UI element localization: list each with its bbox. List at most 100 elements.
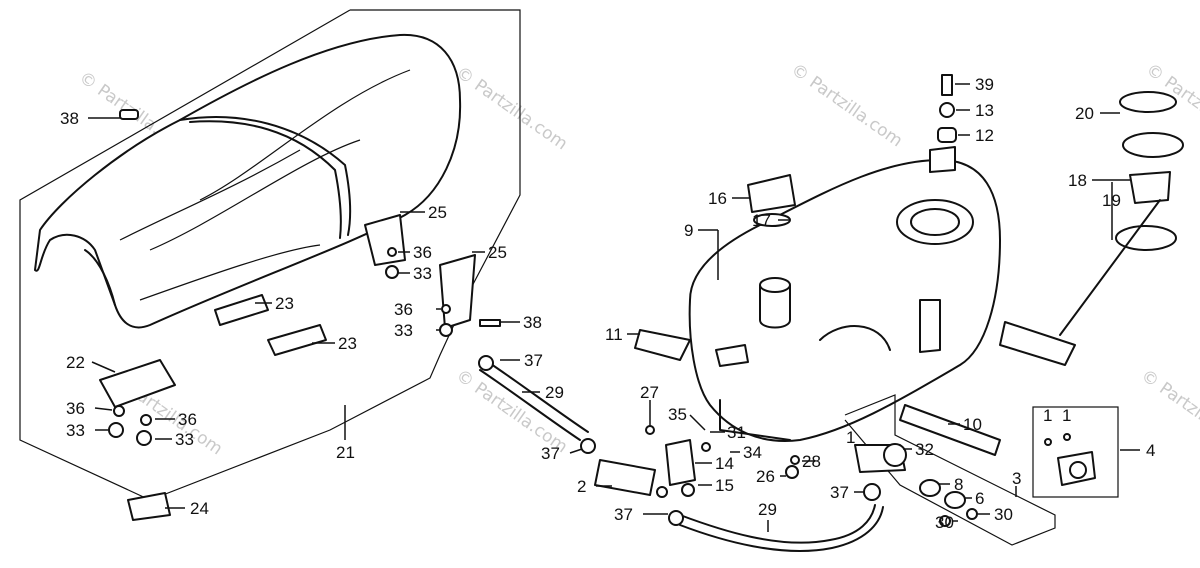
watermark-text: © Partzilla.com [787,60,906,152]
seat-strap [179,116,352,236]
callout-label: 25 [488,243,507,262]
callout-label: 39 [975,75,994,94]
callout-label: 31 [727,423,746,442]
plate-24 [127,492,171,521]
callout-label: 37 [614,505,633,524]
tank-tunnel-slot [919,299,941,353]
callout-label: 37 [830,483,849,502]
bracket-25-lower [439,254,476,329]
bolt-39 [941,74,953,96]
tank-contour [819,325,891,351]
cock-kit-pin [1063,433,1071,441]
seat-stitch-line [149,139,361,251]
fuel-cap-16 [747,174,796,213]
washer-36-d [140,414,152,426]
callout-label: 22 [66,353,85,372]
nut-33-c [108,422,124,438]
callout-label: 38 [523,313,542,332]
tank-side-tab [715,344,749,367]
fuel-cap-parts [747,74,957,227]
washer-31 [701,442,711,452]
callout-label: 33 [394,321,413,340]
callout-label: 26 [756,467,775,486]
fuel-tank-drawing [688,146,1001,442]
tank-filler-ring [896,199,974,245]
sender-float [999,321,1076,366]
hose-29-lower-b [679,506,884,552]
callout-label: 1 [1062,406,1071,425]
clip-37-c [668,510,684,526]
callout-label: 15 [715,476,734,495]
nut-33-a [385,265,399,279]
o-ring-19 [1115,225,1177,251]
bolt-38-right [479,319,501,327]
hose-joint-14 [665,439,696,486]
callout-label: 17 [752,211,771,230]
nut-33-b [439,323,453,337]
cushion-11 [634,329,691,361]
o-ring-8 [919,479,941,497]
clip-37-b [580,438,596,454]
seat-body [34,33,462,329]
callout-label: 36 [413,243,432,262]
washer-36-b [441,304,451,314]
ring-20 [1119,91,1177,113]
fuel-pump-2 [594,459,656,496]
screw-30-a [939,515,951,527]
callout-label: 23 [338,334,357,353]
callout-label: 37 [541,444,560,463]
seat-stitch-line [119,149,301,241]
callout-label: 23 [275,294,294,313]
seat-drawing [34,33,462,329]
clip-15 [681,483,695,497]
callout-label: 36 [66,399,85,418]
seat-group-outline [19,9,521,501]
cock-kit-parts [1044,433,1096,486]
callout-label: 35 [668,405,687,424]
callout-label: 33 [175,430,194,449]
callout-label: 1 [846,428,855,447]
tank-lower-edge [719,399,791,441]
callout-label: 10 [963,415,982,434]
callout-label: 14 [715,454,734,473]
collar-28 [790,455,800,465]
callout-label: 20 [1075,104,1094,123]
callout-label: 36 [178,410,197,429]
grommet-26 [785,465,799,479]
callout-label: 1 [1043,406,1052,425]
fuel-cock-parts [854,443,978,527]
hose-29-lower [679,504,876,544]
callout-label: 12 [975,126,994,145]
callout-label: 34 [743,443,762,462]
callout-label: 9 [684,221,693,240]
clip-27 [645,425,655,435]
screw-30-b [966,508,978,520]
callout-label: 27 [640,383,659,402]
callout-label: 29 [545,383,564,402]
callout-label: 2 [577,477,586,496]
fuel-cock-group-outline [844,394,1056,546]
tank-mount-tab [929,146,956,173]
callout-label: 18 [1068,171,1087,190]
callout-label: 37 [524,351,543,370]
washer-36-c [113,405,125,417]
washer-36-a [387,247,397,257]
plate-22 [99,359,176,408]
clip-37-a [478,355,494,371]
cock-kit-pin [1044,438,1052,446]
cock-kit-knob [1069,461,1087,479]
seat-front-edge [84,249,116,306]
tank-neck [759,285,791,329]
sender-18-top [1122,132,1184,158]
fuel-gauge-unit [999,91,1184,366]
callout-label: 11 [605,325,623,344]
clip-37-d [863,483,881,501]
bracket-25-upper [364,214,406,266]
fuel-cock-lever [883,443,907,467]
fuel-line-parts [478,355,884,552]
callout-label: 38 [60,109,79,128]
callout-label: 24 [190,499,209,518]
callout-label: 30 [994,505,1013,524]
seat-hardware [99,109,501,521]
